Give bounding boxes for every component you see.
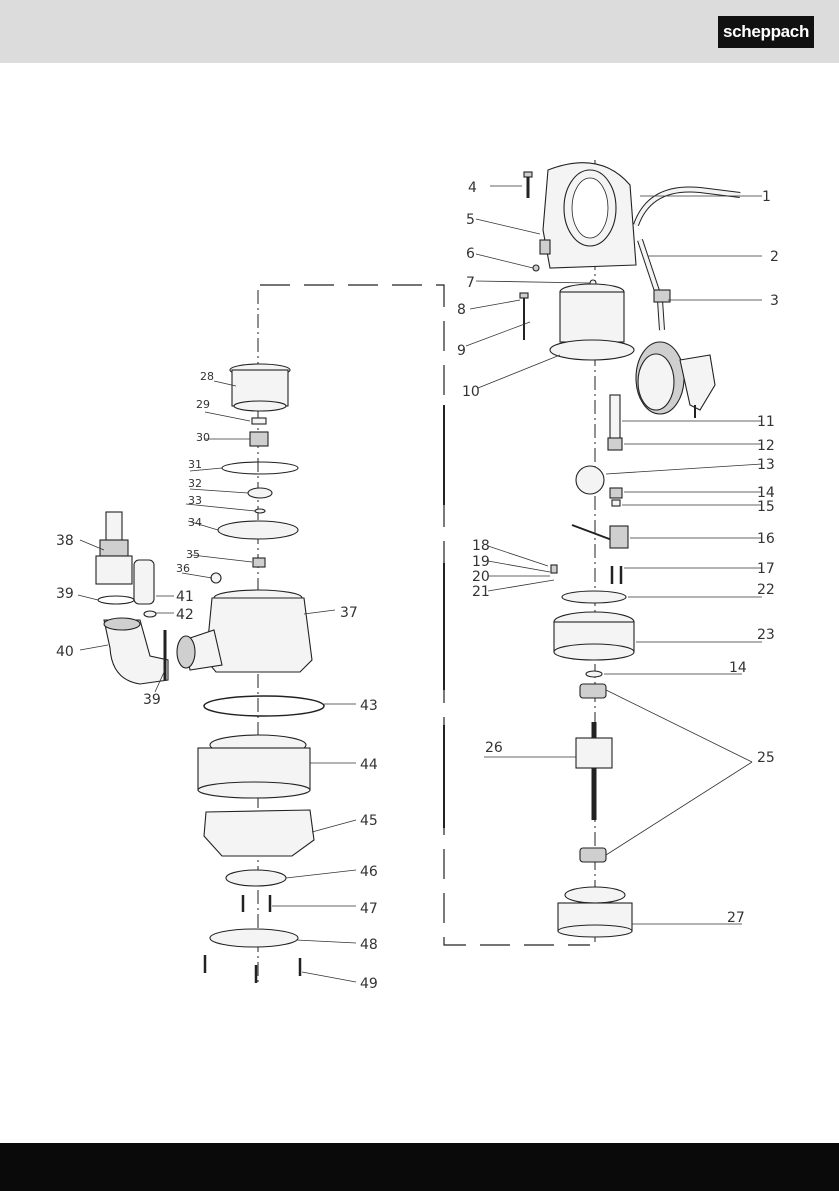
base-plate-48	[210, 929, 298, 947]
part-15	[612, 500, 620, 506]
callout-30: 30	[196, 431, 210, 444]
callout-44: 44	[360, 757, 378, 773]
callout-37: 37	[340, 605, 358, 621]
strainer-46	[226, 870, 286, 886]
callout-39-top: 39	[56, 586, 74, 602]
callout-22: 22	[757, 582, 775, 598]
callout-4: 4	[468, 180, 477, 196]
motor-housing-top	[550, 284, 634, 360]
callout-26: 26	[485, 740, 503, 756]
screw-18	[551, 565, 557, 573]
callout-27: 27	[727, 910, 745, 926]
seal-39-top	[98, 596, 134, 604]
handle-cover	[543, 163, 636, 268]
callout-15: 15	[757, 499, 775, 515]
ball-36	[211, 573, 221, 583]
motor-cover-23	[554, 612, 634, 660]
callout-6: 6	[466, 246, 475, 262]
bearing-25-bottom	[580, 848, 606, 862]
callout-46: 46	[360, 864, 378, 880]
callout-11: 11	[757, 414, 775, 430]
callout-12: 12	[757, 438, 775, 454]
callout-33: 33	[188, 494, 202, 507]
float-13	[576, 466, 604, 494]
callout-38: 38	[56, 533, 74, 549]
o-ring-31	[222, 462, 298, 474]
ring-22	[562, 591, 626, 603]
callout-36: 36	[176, 562, 190, 575]
power-cable	[636, 189, 740, 330]
washer-14	[586, 671, 602, 677]
callout-21: 21	[472, 584, 490, 600]
base-ring-44	[198, 735, 310, 798]
callout-16: 16	[757, 531, 775, 547]
callout-14-lower: 14	[729, 660, 747, 676]
callout-13: 13	[757, 457, 775, 473]
callout-18: 18	[472, 538, 490, 554]
callout-45: 45	[360, 813, 378, 829]
switch-16	[572, 525, 628, 548]
callout-47: 47	[360, 901, 378, 917]
callout-31: 31	[188, 458, 202, 471]
screws-17	[612, 566, 621, 584]
part-29	[252, 418, 266, 424]
sleeve-12	[608, 438, 622, 450]
pump-housing-37	[177, 590, 312, 672]
callout-40: 40	[56, 644, 74, 660]
callout-2: 2	[770, 249, 779, 265]
clip-5	[540, 240, 550, 254]
callout-35: 35	[186, 548, 200, 561]
elbow-40	[104, 618, 168, 684]
callout-41: 41	[176, 589, 194, 605]
callout-39-bottom: 39	[143, 692, 161, 708]
callout-10: 10	[462, 384, 480, 400]
callout-49: 49	[360, 976, 378, 992]
assembly-frame	[260, 285, 590, 945]
callout-32: 32	[188, 477, 202, 490]
screw-8	[520, 293, 528, 340]
screw-4	[524, 172, 532, 198]
callout-28: 28	[200, 370, 214, 383]
rotor-shaft-26	[576, 722, 612, 820]
callout-5: 5	[466, 212, 475, 228]
screws-49	[205, 955, 300, 983]
callout-19: 19	[472, 554, 490, 570]
callout-23: 23	[757, 627, 775, 643]
foot-45	[204, 810, 314, 856]
spring-30	[250, 432, 268, 446]
callout-29: 29	[196, 398, 210, 411]
callout-42: 42	[176, 607, 194, 623]
callout-9: 9	[457, 343, 466, 359]
clamp-41	[134, 560, 154, 604]
callout-8: 8	[457, 302, 466, 318]
filter-cup-28	[230, 364, 290, 411]
rod-11	[610, 395, 620, 440]
ring-33	[255, 509, 265, 513]
screw-6	[533, 265, 539, 271]
callout-3: 3	[770, 293, 779, 309]
o-ring-43	[204, 696, 324, 716]
callout-20: 20	[472, 569, 490, 585]
plate-34	[218, 521, 298, 539]
callout-48: 48	[360, 937, 378, 953]
power-plug	[680, 355, 715, 418]
screws-47	[243, 895, 270, 912]
callout-1: 1	[762, 189, 771, 205]
callout-17: 17	[757, 561, 775, 577]
callout-7: 7	[466, 275, 475, 291]
callout-34: 34	[188, 516, 202, 529]
washer-42	[144, 611, 156, 617]
hose-connector-38	[96, 512, 132, 584]
bearing-25-top	[580, 684, 606, 698]
float-switch	[636, 342, 684, 414]
callout-43: 43	[360, 698, 378, 714]
nut-14-top	[610, 488, 622, 498]
callout-25: 25	[757, 750, 775, 766]
seal-32	[248, 488, 272, 498]
stator-27	[558, 887, 632, 937]
nut-35	[253, 558, 265, 567]
